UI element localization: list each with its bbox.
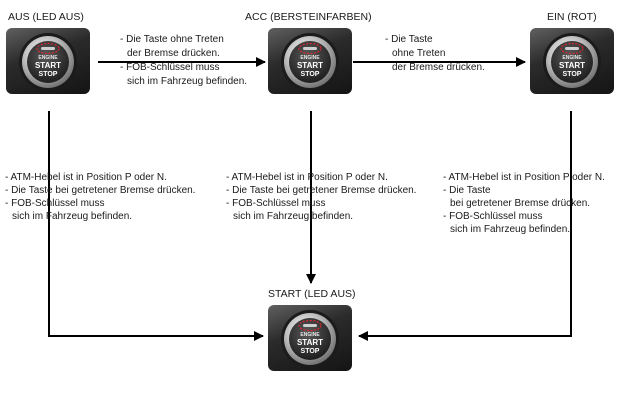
note-line: der Bremse drücken. [392,62,485,73]
state-label-acc: ACC (BERSTEINFARBEN) [245,11,372,23]
note-off-to-start: - ATM-Hebel ist in Position P oder N. - … [5,171,195,223]
note-line: - Die Taste ohne Treten [120,34,224,45]
note-line: - ATM-Hebel ist in Position P oder N. [5,172,167,183]
note-line: - ATM-Hebel ist in Position P oder N. [443,172,605,183]
svg-text:START: START [297,61,323,70]
svg-text:ENGINE: ENGINE [562,55,582,61]
svg-text:ENGINE: ENGINE [38,55,58,61]
note-line: sich im Fahrzeug befinden. [127,76,248,87]
note-line: - Die Taste bei getretener Bremse drücke… [226,185,417,196]
svg-text:ENGINE: ENGINE [300,332,320,338]
svg-text:STOP: STOP [301,71,320,78]
note-line: - Die Taste [443,185,491,196]
note-line: sich im Fahrzeug befinden. [12,211,133,222]
svg-text:START: START [559,61,585,70]
state-label-start: START (LED AUS) [268,288,356,300]
note-on-to-start: - ATM-Hebel ist in Position P oder N. - … [443,171,605,236]
note-line: - FOB-Schlüssel muss [443,211,543,222]
state-label-on: EIN (ROT) [547,11,597,23]
arrow-off-to-start [48,111,264,341]
note-line: - FOB-Schlüssel muss [5,198,105,209]
note-line: - Die Taste [385,34,433,45]
note-line: bei getretener Bremse drücken. [450,198,591,209]
note-line: der Bremse drücken. [127,48,220,59]
note-acc-to-on: - Die Taste ohne Treten der Bremse drück… [385,33,485,75]
state-label-off: AUS (LED AUS) [8,11,84,23]
svg-text:STOP: STOP [39,71,58,78]
note-line: - FOB-Schlüssel muss [226,198,326,209]
svg-text:START: START [35,61,61,70]
note-line: - FOB-Schlüssel muss [120,62,220,73]
note-line: sich im Fahrzeug befinden. [233,211,354,222]
note-line: - ATM-Hebel ist in Position P oder N. [226,172,388,183]
svg-text:STOP: STOP [301,348,320,355]
note-line: - Die Taste bei getretener Bremse drücke… [5,185,196,196]
arrow-on-to-start [358,111,572,341]
svg-text:STOP: STOP [563,71,582,78]
note-acc-to-start: - ATM-Hebel ist in Position P oder N. - … [226,171,416,223]
note-off-to-acc: - Die Taste ohne Treten der Bremse drück… [120,33,247,89]
svg-text:ENGINE: ENGINE [300,55,320,61]
note-line: ohne Treten [392,48,446,59]
svg-text:START: START [297,338,323,347]
note-line: sich im Fahrzeug befinden. [450,224,571,235]
